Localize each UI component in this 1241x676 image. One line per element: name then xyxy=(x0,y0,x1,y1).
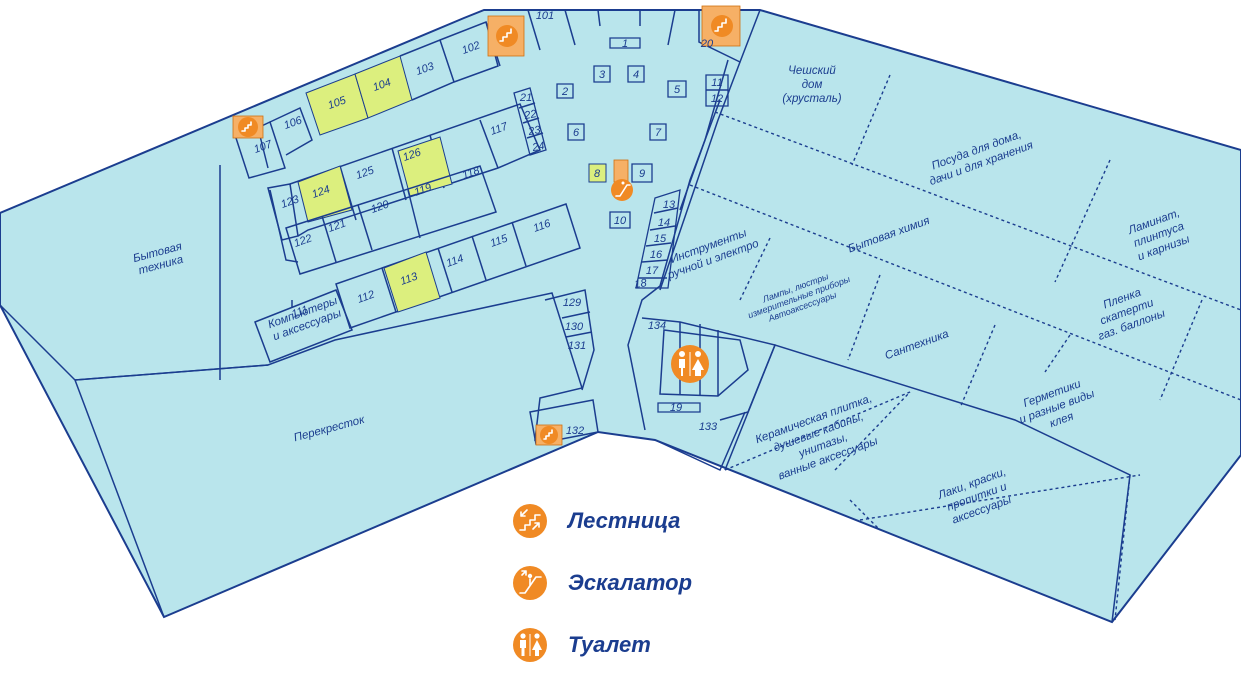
store-number-21: 21 xyxy=(519,92,532,104)
store-number-10: 10 xyxy=(614,215,627,227)
escalator-icon xyxy=(611,159,633,201)
store-number-11: 11 xyxy=(711,77,722,89)
store-number-7: 7 xyxy=(655,127,662,139)
legend-item-stairs: Лестница xyxy=(512,490,812,552)
floor-outline xyxy=(0,9,1241,624)
toilet-icon xyxy=(671,345,709,383)
store-number-132: 132 xyxy=(566,425,584,437)
store-number-101: 101 xyxy=(536,10,554,22)
store-number-2: 2 xyxy=(561,86,568,98)
store-number-121: 121 xyxy=(326,217,347,235)
store-number-131: 131 xyxy=(568,340,586,352)
legend-label-stairs: Лестница xyxy=(568,508,681,533)
store-number-15: 15 xyxy=(654,233,667,245)
store-number-130: 130 xyxy=(565,321,584,333)
store-number-19: 19 xyxy=(670,402,682,414)
store-number-104: 104 xyxy=(371,76,392,94)
store-number-133: 133 xyxy=(699,421,718,433)
store-number-117: 117 xyxy=(489,120,510,138)
store-number-114: 114 xyxy=(445,253,466,270)
store-number-5: 5 xyxy=(674,84,681,96)
store-number-113: 113 xyxy=(399,270,420,288)
store-number-16: 16 xyxy=(650,249,663,261)
store-number-24: 24 xyxy=(530,140,545,154)
legend-label-toilet: Туалет xyxy=(568,632,651,657)
stairs-icon xyxy=(701,5,741,47)
store-number-8: 8 xyxy=(594,168,601,180)
store-number-119: 119 xyxy=(413,182,434,199)
store-number-4: 4 xyxy=(633,69,639,81)
store-number-115: 115 xyxy=(489,232,510,250)
escalator-icon xyxy=(513,566,547,600)
store-number-134: 134 xyxy=(648,320,666,332)
legend-label-escalator: Эскалатор xyxy=(568,570,693,595)
stairs-icon xyxy=(232,115,264,139)
store-number-23: 23 xyxy=(526,124,542,138)
store-number-3: 3 xyxy=(599,69,606,81)
store-number-129: 129 xyxy=(563,297,581,309)
store-number-124: 124 xyxy=(310,183,331,201)
stairs-icon xyxy=(487,15,525,57)
store-8-area xyxy=(588,163,607,183)
store-number-1: 1 xyxy=(622,38,628,50)
store-number-122: 122 xyxy=(292,232,313,250)
store-number-12: 12 xyxy=(711,93,723,105)
legend: Лестница Эскалатор Туалет xyxy=(512,490,812,676)
store-number-118: 118 xyxy=(461,164,482,182)
store-number-14: 14 xyxy=(658,217,670,229)
stairs-icon xyxy=(513,504,547,538)
store-124-area xyxy=(297,165,353,223)
store-number-6: 6 xyxy=(573,127,580,139)
legend-item-toilet: Туалет xyxy=(512,614,812,676)
store-number-17: 17 xyxy=(646,265,659,277)
store-number-13: 13 xyxy=(663,199,676,211)
store-number-22: 22 xyxy=(522,108,537,122)
store-number-112: 112 xyxy=(356,289,377,306)
store-number-18: 18 xyxy=(634,277,649,291)
store-number-20: 20 xyxy=(700,38,714,50)
stairs-icon xyxy=(535,424,563,446)
store-113-area xyxy=(383,251,441,313)
legend-item-escalator: Эскалатор xyxy=(512,552,812,614)
store-number-111: 111 xyxy=(290,304,310,321)
store-number-116: 116 xyxy=(532,217,553,235)
toilet-icon xyxy=(513,628,547,662)
store-number-9: 9 xyxy=(639,168,645,180)
store-119-area xyxy=(397,136,453,197)
store-number-102: 102 xyxy=(460,39,481,57)
